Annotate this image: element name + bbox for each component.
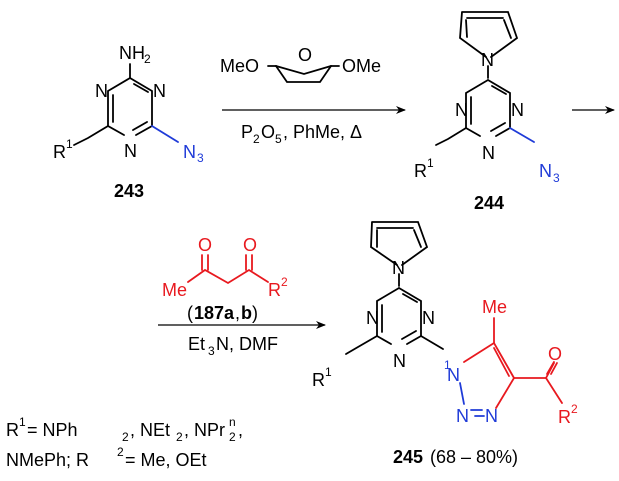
compound-245-yield: (68 – 80%) — [430, 447, 518, 467]
atom-n1-triazole-superscript: 1 — [444, 358, 451, 372]
reagent-187-diketone — [187, 254, 269, 285]
atom-n-243-bottom: N — [124, 141, 137, 161]
compound-245-structure — [345, 221, 563, 417]
atom-r1-244-superscript: 1 — [427, 156, 434, 170]
substituent-meo: MeO — [220, 56, 259, 76]
atom-o-187-left: O — [198, 235, 212, 255]
footnote-line2-end: = Me, OEt — [125, 450, 207, 470]
atom-n3-triazole: N — [485, 406, 498, 426]
atom-r1-245: R — [312, 370, 325, 390]
reagent-conditions-step1: , PhMe, Δ — [283, 122, 362, 142]
footnote-nph-sub: 2 — [122, 430, 129, 444]
footnote-nph: = NPh — [27, 420, 78, 440]
atom-r1-244: R — [414, 161, 427, 181]
compound-244-structure — [435, 11, 535, 146]
compound-187-a: a — [224, 303, 235, 323]
atom-r-245: R — [558, 407, 571, 427]
atom-n-pyrrole-245: N — [392, 258, 405, 278]
compound-245-label: 245 — [393, 447, 423, 467]
substituent-ome: OMe — [342, 56, 381, 76]
atom-n-243-left: N — [95, 81, 108, 101]
compound-187-paren-close: ) — [252, 303, 258, 323]
reagent-dimethoxytetrahydrofuran — [267, 65, 340, 83]
atom-n-245-right: N — [422, 308, 435, 328]
atom-n3-244: N — [539, 161, 552, 181]
reagent-p-sub: 2 — [253, 132, 260, 146]
footnote-r1-sup: 1 — [19, 415, 26, 429]
atom-n-pyrrole-244: N — [481, 50, 494, 70]
atom-r2-245-superscript: 2 — [571, 402, 578, 416]
reagent-et: Et — [188, 334, 205, 354]
atom-r-187: R — [268, 280, 281, 300]
compound-187-label: 187 — [194, 303, 224, 323]
atom-n3-244-subscript: 3 — [553, 171, 560, 185]
reagent-conditions-step2: N, DMF — [216, 334, 278, 354]
footnote-npr: , NPr — [184, 420, 225, 440]
substituent-me-187: Me — [162, 280, 187, 300]
atom-n-244-left: N — [455, 100, 468, 120]
atom-o-245: O — [548, 344, 562, 364]
triazine-ring-243 — [73, 63, 179, 146]
footnote-r1: R — [6, 420, 19, 440]
atom-n3-243-subscript: 3 — [197, 151, 204, 165]
atom-n3-243: N — [183, 142, 196, 162]
atom-n-244-right: N — [511, 100, 524, 120]
substituent-footnote: R 1 = NPh 2 , NEt 2 , NPr n 2 , NMePh; R… — [6, 415, 243, 470]
compound-187-comma: , — [235, 303, 240, 323]
atom-o-187-right: O — [243, 235, 257, 255]
atom-r1-243: R — [53, 142, 66, 162]
atom-n-244-bottom: N — [482, 143, 495, 163]
footnote-r2-sup: 2 — [117, 445, 124, 459]
footnote-line1-end: , — [238, 420, 243, 440]
compound-187-b: b — [241, 303, 252, 323]
footnote-line2: NMePh; R — [6, 450, 89, 470]
reagent-et-sub: 3 — [208, 344, 215, 358]
atom-nh2: NH — [119, 43, 145, 63]
footnote-net: , NEt — [130, 420, 170, 440]
compound-187-paren-open: ( — [187, 303, 193, 323]
atom-n1-triazole: N — [447, 365, 460, 385]
atom-r2-187-superscript: 2 — [281, 275, 288, 289]
footnote-npr-sup: n — [229, 415, 236, 429]
compound-243-label: 243 — [114, 181, 144, 201]
footnote-npr-sub: 2 — [229, 430, 236, 444]
atom-r1-245-superscript: 1 — [325, 365, 332, 379]
reagent-p: P — [241, 122, 253, 142]
atom-n2-triazole: N — [456, 406, 469, 426]
footnote-net-sub: 2 — [176, 430, 183, 444]
atom-nh2-subscript: 2 — [144, 52, 151, 66]
compound-244-label: 244 — [474, 193, 504, 213]
atom-n-243-right: N — [153, 81, 166, 101]
atom-n-245-left: N — [366, 308, 379, 328]
substituent-me-245: Me — [482, 297, 507, 317]
reagent-o: O — [261, 122, 275, 142]
atom-o-thf: O — [298, 45, 312, 65]
atom-n-245-bottom: N — [393, 351, 406, 371]
reagent-o-sub: 5 — [275, 132, 282, 146]
atom-r1-243-superscript: 1 — [66, 137, 73, 151]
